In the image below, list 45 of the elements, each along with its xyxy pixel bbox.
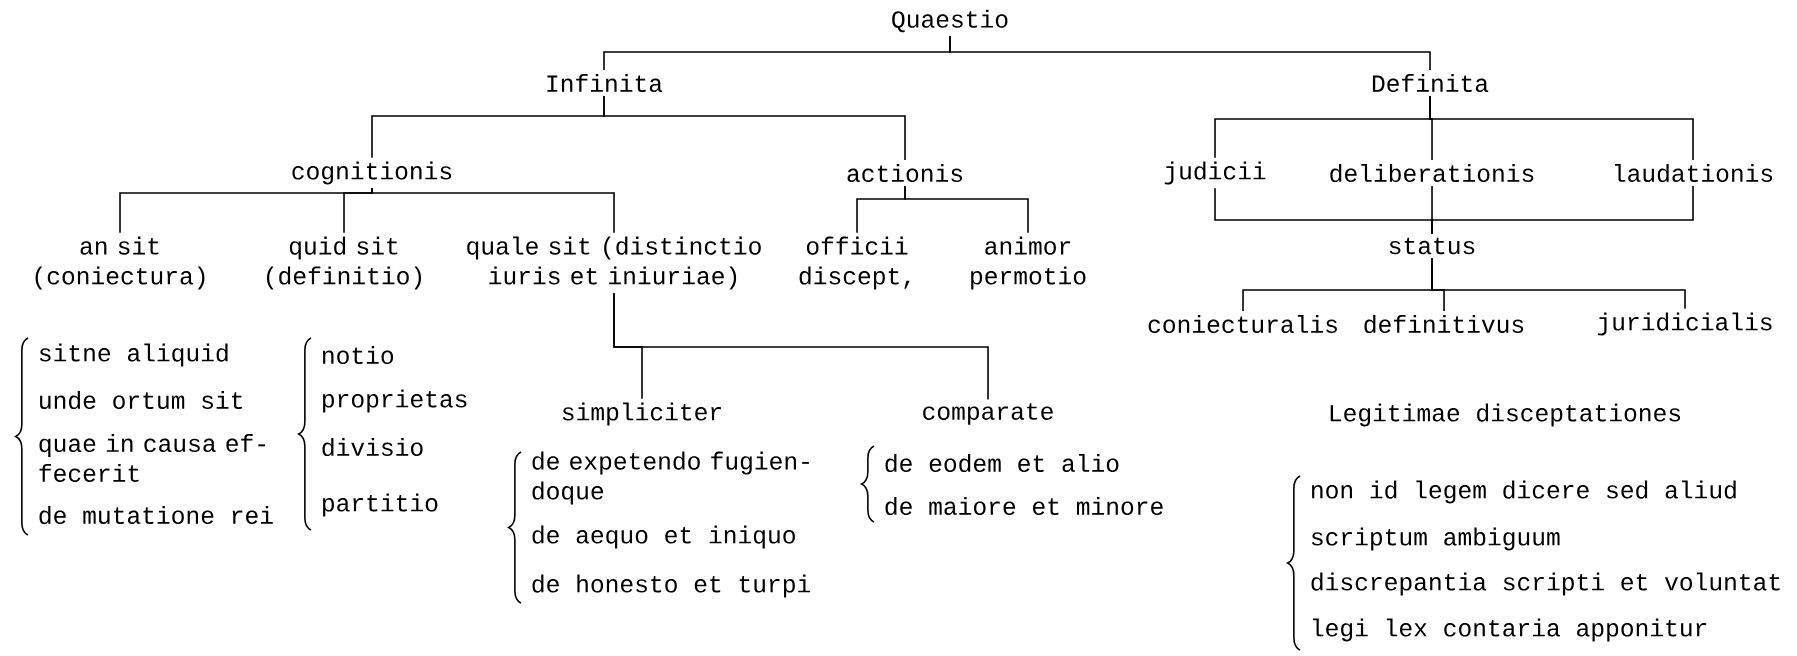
term: Quaestio — [892, 9, 1008, 33]
list-item: partitio — [323, 493, 438, 517]
list-item: de honesto et turpi — [532, 574, 811, 598]
list-item: unde ortum sit — [40, 390, 242, 410]
list-item: scriptum ambiguum — [1311, 527, 1560, 551]
term: Infinita — [547, 73, 663, 93]
term: judicii — [1164, 161, 1266, 185]
term: animor permotio — [971, 236, 1086, 290]
connector-line — [1431, 185, 1694, 235]
term: quale sit (distinctio iuris et iniuriae) — [467, 236, 761, 290]
connector-line — [603, 95, 906, 161]
connector-line — [904, 185, 1029, 234]
term: coniecturalis — [1148, 314, 1337, 334]
list-item: notio — [323, 345, 394, 365]
term: juridicialis — [1597, 312, 1772, 336]
term: simpliciter — [562, 402, 721, 426]
term: definitivus — [1364, 314, 1524, 334]
list-item: sitne aliquid — [39, 343, 228, 367]
term: laudationis — [1615, 163, 1773, 183]
list-item: de maiore et minore — [885, 496, 1163, 516]
term: status — [1389, 237, 1475, 255]
term: officii discept, — [799, 236, 910, 290]
connector-line — [613, 292, 989, 401]
list-item: quae in causa ef- fecerit — [39, 434, 266, 482]
connector-line — [1429, 95, 1694, 161]
connector-line — [949, 35, 1431, 71]
term: comparate — [923, 403, 1053, 425]
list-item: de mutatione rei — [39, 505, 273, 525]
list-item: proprietas — [323, 389, 467, 413]
list-heading: Legitimae disceptationes — [1330, 403, 1681, 427]
connector-line — [1431, 257, 1686, 310]
term: actionis — [847, 163, 962, 183]
term: cognitionis — [292, 161, 452, 185]
term: quid sit (definitio) — [266, 236, 422, 290]
term: Definita — [1372, 73, 1489, 93]
list-item: de eodem et alio — [885, 453, 1119, 473]
connector-line — [371, 187, 615, 234]
list-item: non id legem dicere sed aliud — [1312, 480, 1736, 504]
list-item: divisio — [322, 437, 423, 457]
term: deliberationis — [1330, 163, 1534, 183]
list-item: de aequo et iniquo — [532, 525, 795, 549]
list-item: legi lex contaria apponitur — [1313, 618, 1707, 642]
list-item: discrepantia scripti et voluntat — [1311, 572, 1780, 596]
term: an sit (coniectura) — [35, 236, 205, 290]
list-item: de expetendo fugien- doque — [532, 451, 809, 505]
